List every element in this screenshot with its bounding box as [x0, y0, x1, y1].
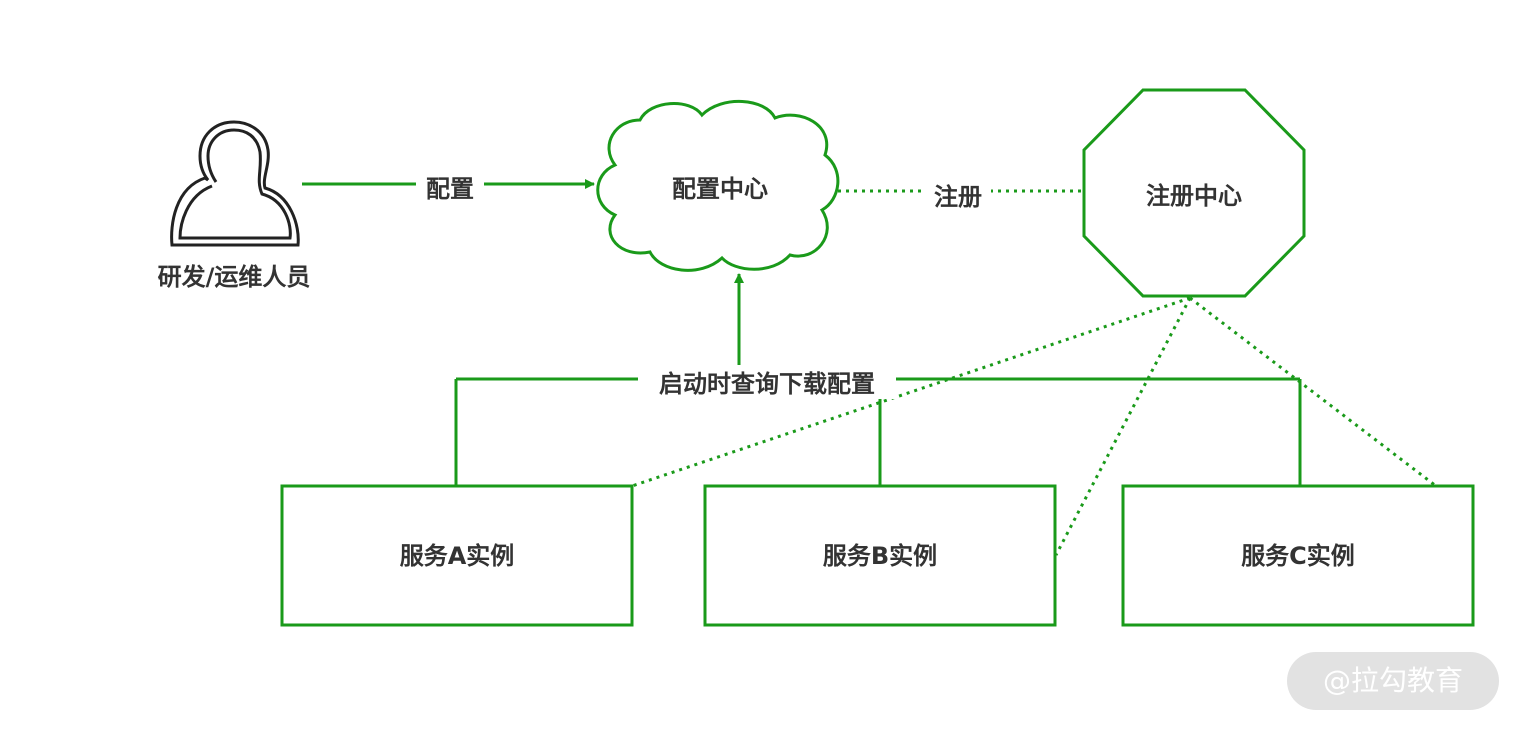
registry-to-service-b	[1054, 297, 1192, 556]
startup-query-label: 启动时查询下载配置	[659, 370, 875, 398]
registry-center-label: 注册中心	[1146, 182, 1242, 210]
service-c-box	[1121, 484, 1475, 627]
person-label: 研发/运维人员	[158, 263, 311, 291]
service-a-box	[280, 484, 634, 627]
registry-to-service-a	[631, 296, 1191, 488]
service-a-label: 服务A实例	[400, 542, 515, 570]
register-label: 注册	[934, 183, 982, 211]
configure-label: 配置	[426, 175, 474, 203]
registry-service-connectors	[631, 296, 1437, 556]
configure-label-bg	[416, 170, 484, 204]
config-center-cloud	[596, 100, 840, 272]
service-b-label: 服务B实例	[823, 542, 937, 570]
startup-query-label-bg	[638, 365, 896, 399]
person-icon	[170, 120, 300, 247]
registry-to-service-c	[1189, 296, 1437, 488]
register-label-bg	[925, 178, 991, 212]
registry-center-octagon	[1082, 88, 1306, 298]
service-b-box	[703, 484, 1057, 627]
watermark-badge: @拉勾教育	[1287, 652, 1499, 710]
service-c-label: 服务C实例	[1241, 542, 1355, 570]
config-center-label: 配置中心	[672, 175, 768, 203]
